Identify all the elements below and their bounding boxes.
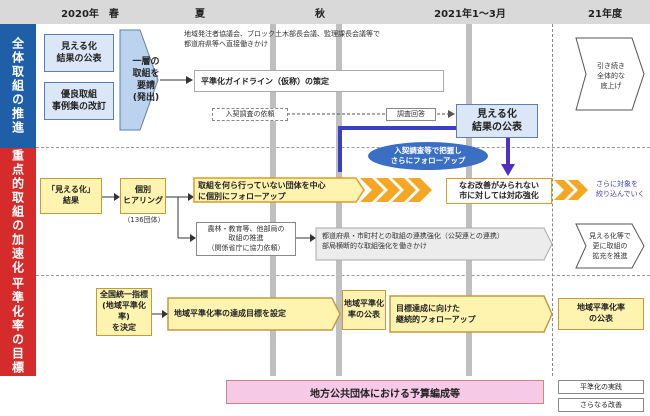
good-cases-box: 優良取組 事例集の改訂 [44, 82, 114, 120]
practice-box: 平準化の実践 [558, 380, 644, 394]
chevron-5 [554, 180, 574, 200]
survey-request-box: 入契調査の依頼 [212, 108, 288, 121]
request-arrow-shape [119, 29, 159, 131]
header-summer: 夏 [195, 8, 205, 20]
continuous-followup-label: 目標達成に向けた 継続的フォローアップ [396, 304, 476, 324]
fy21-overall-note: 引き続き 全体的な 底上げ [597, 62, 625, 90]
survey-answer-box: 調査回答 [386, 108, 436, 121]
publish-rate-box: 地域平準化 率の公表 [342, 290, 386, 330]
hearing-count: （136団体） [123, 216, 165, 224]
fy21-separator [552, 24, 553, 376]
header-fy21: 21年度 [588, 8, 622, 20]
row-label-target: 平準化率の目標 [0, 276, 36, 376]
header-2021: 2021年1～3月 [434, 8, 506, 20]
fy21-focus-arrow-shape [575, 223, 645, 269]
set-goal-arrow-shape [167, 297, 341, 331]
fy21-publish-box: 地域平準化率 の公表 [558, 298, 644, 330]
row-label-focus: 重点的取組の加速化 [0, 148, 36, 276]
chevron-6 [568, 180, 588, 200]
chevron-1 [360, 178, 384, 202]
visualize-publish-box: 見える化 結果の公表 [44, 34, 114, 72]
continuous-arrow-shape [389, 295, 553, 333]
note-top: 地域発注者協議会、ブロック土木部長会議、監理課長会議等で 都道府県等へ直接働きか… [184, 30, 380, 48]
chevron-3 [392, 178, 416, 202]
row-label-overall: 全体取組の推進 [0, 24, 36, 148]
fy21-overall-arrow-shape [575, 37, 645, 111]
header-2020-spring: 2020年 春 [61, 8, 119, 20]
guideline-box: 平準化ガイドライン（仮称）の策定 [194, 70, 444, 92]
header-autumn: 秋 [315, 8, 325, 20]
narrow-down-note: さらに対象を 絞り込んでいく [596, 180, 645, 198]
fy21-focus-note: 見える化等で 更に取組の 拡充を推進 [589, 232, 631, 260]
other-depts-box: 農林・教育等、他部局の 取組の推進 （関係省庁に協力依頼） [196, 222, 296, 256]
followup-arrow-shape [193, 177, 365, 203]
coop-arrow-shape [315, 227, 553, 261]
set-goal-label: 地域平準化率の達成目標を設定 [174, 309, 286, 318]
chevron-2 [376, 178, 400, 202]
coop-note: 都道府県・市町村との取組の連携強化（公契連との連携） 部局横断的な取組強化を働き… [322, 232, 504, 250]
unified-index-box: 全国統一指標 (地域平準化率) を決定 [96, 288, 152, 336]
followup-label: 取組を何ら行っていない団体を中心 に個別にフォローアップ [198, 181, 326, 201]
visualize-result-box: 見える化 結果の公表 [456, 104, 538, 138]
individual-hearing-box: 個別 ヒアリング [120, 178, 166, 214]
no-improvement-box: なお改善がみられない 市に対しては対応強化 [446, 178, 552, 204]
budget-box: 地方公共団体における予算編成等 [226, 380, 544, 404]
chevron-4 [408, 178, 432, 202]
followup-bubble: 入契調査等で把握し さらにフォローアップ [368, 142, 488, 170]
header-band [0, 0, 650, 24]
improve-box: さらなる改善 [558, 398, 644, 412]
focus-visualize-box: 「見える化」 結果 [40, 178, 102, 214]
request-label: 一層の 取組を 要請 (発出) [132, 57, 160, 104]
